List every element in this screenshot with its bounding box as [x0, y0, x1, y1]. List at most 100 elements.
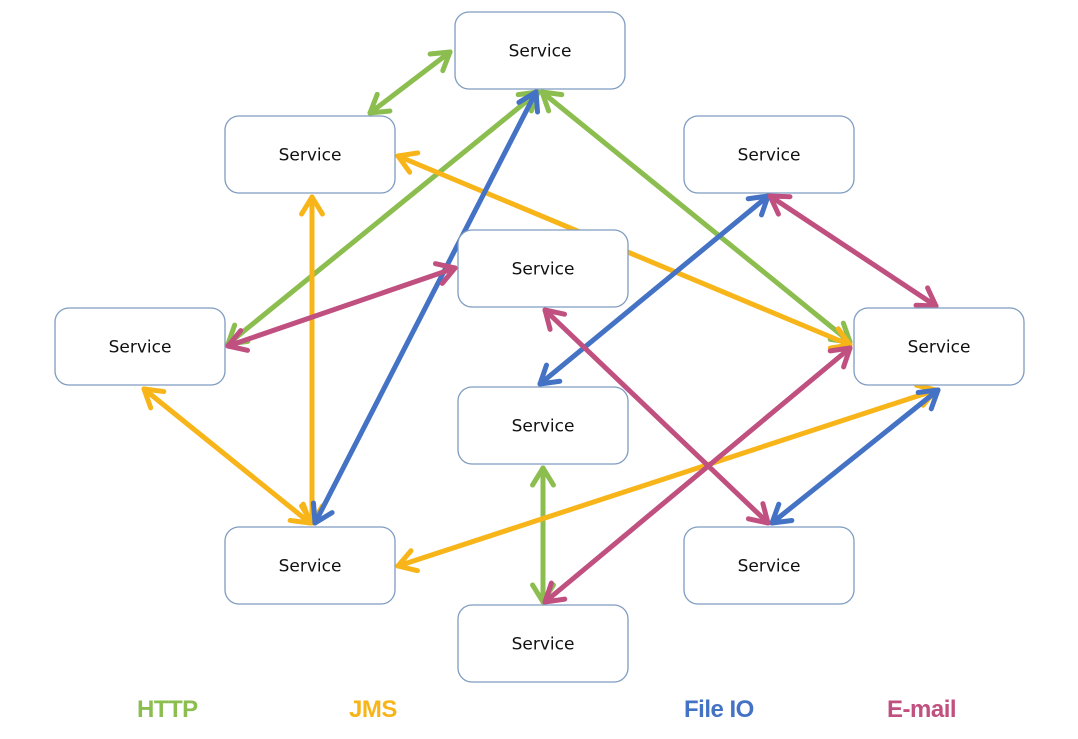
connection-fileio-upper-right-lower-center [537, 193, 771, 387]
connection-line [312, 89, 539, 526]
service-box-shape [224, 526, 396, 605]
legend-label-fileio: File IO [684, 696, 754, 723]
service-label: Service [738, 557, 801, 577]
arrowhead [542, 307, 553, 332]
arrowhead [745, 516, 771, 526]
arrowhead [542, 307, 568, 317]
arrowhead [539, 89, 565, 98]
arrowhead [533, 89, 541, 115]
service-box-shape [54, 307, 226, 386]
arrowhead [395, 153, 413, 175]
connection-line [539, 89, 853, 345]
arrowhead [537, 378, 563, 387]
arrowhead [225, 343, 251, 353]
service-box-shape [683, 115, 855, 194]
arrowhead [530, 582, 546, 605]
arrowhead [439, 265, 458, 286]
arrowhead [225, 328, 244, 349]
arrowhead [767, 193, 793, 200]
service-box-left: Service [54, 307, 226, 386]
connection-line [767, 193, 939, 309]
arrowhead [928, 387, 941, 412]
arrowhead [540, 465, 556, 488]
arrowhead [367, 91, 380, 116]
service-box-shape [853, 307, 1025, 386]
arrowhead [312, 510, 335, 526]
arrowhead [367, 108, 393, 116]
arrowhead [141, 386, 167, 395]
arrowhead [395, 150, 421, 159]
arrowhead [925, 285, 939, 309]
arrowhead [537, 362, 550, 387]
arrowhead [310, 500, 318, 526]
legend-label-email: E-mail [887, 696, 957, 723]
service-box-lower-left: Service [224, 526, 396, 605]
service-box-lower-center: Service [457, 386, 629, 465]
connection-fileio-right-lower-right [769, 387, 941, 526]
arrowhead [745, 193, 771, 202]
arrowhead [309, 194, 325, 217]
service-box-upper-left: Service [224, 115, 396, 194]
service-box-shape [454, 11, 626, 90]
arrowhead [530, 465, 546, 488]
arrowhead [395, 563, 420, 574]
arrowhead [769, 501, 782, 526]
connection-line [769, 387, 941, 526]
service-label: Service [279, 557, 342, 577]
connections-layer [141, 49, 941, 605]
arrowhead [516, 89, 539, 105]
service-box-shape [457, 604, 629, 683]
legend-label-jms: JMS [349, 696, 397, 723]
arrowhead [841, 345, 853, 370]
arrowhead [141, 386, 154, 411]
arrowhead [432, 261, 458, 271]
legend-http: HTTP [137, 696, 198, 724]
service-label: Service [512, 417, 575, 437]
arrowhead [542, 580, 554, 605]
connection-line [542, 345, 853, 605]
service-box-middle-center: Service [457, 229, 629, 308]
arrowhead [760, 501, 771, 526]
arrowhead [827, 342, 853, 351]
connection-jms-left-lower-left [141, 386, 313, 526]
arrowhead [539, 89, 552, 114]
arrowhead [835, 326, 853, 348]
service-box-shape [457, 229, 629, 308]
service-box-lower-right: Service [683, 526, 855, 605]
service-label: Service [109, 338, 172, 358]
connection-line [367, 49, 453, 116]
connection-line [225, 89, 541, 347]
arrowhead [915, 387, 941, 396]
arrowhead [440, 49, 453, 74]
connection-email-left-middle-center [225, 261, 458, 353]
service-box-shape [224, 115, 396, 194]
arrowhead [299, 194, 315, 217]
arrowhead [287, 517, 313, 526]
legend-label-http: HTTP [137, 696, 198, 723]
service-box-top-center: Service [454, 11, 626, 90]
legend-jms: JMS [349, 696, 397, 724]
connection-line [542, 307, 771, 526]
arrowhead [767, 193, 781, 217]
arrowhead [758, 193, 771, 218]
service-box-shape [683, 526, 855, 605]
connection-line [537, 193, 771, 387]
arrowhead [840, 320, 853, 345]
service-label: Service [509, 42, 572, 62]
connection-fileio-top-center-lower-left [310, 89, 541, 526]
connection-line [141, 386, 313, 526]
connection-email-upper-right-right [767, 193, 939, 309]
service-box-bottom-center: Service [457, 604, 629, 683]
service-label: Service [512, 260, 575, 280]
arrowhead [300, 501, 313, 526]
service-label: Service [279, 146, 342, 166]
connection-email-right-bottom-center [542, 345, 853, 605]
arrowhead [913, 302, 939, 309]
connection-jms-upper-left-lower-left [299, 194, 325, 526]
connection-line [225, 265, 458, 349]
arrowhead [769, 517, 795, 526]
arrowhead [395, 548, 414, 569]
legend-email: E-mail [887, 696, 957, 724]
arrowhead [427, 49, 453, 57]
